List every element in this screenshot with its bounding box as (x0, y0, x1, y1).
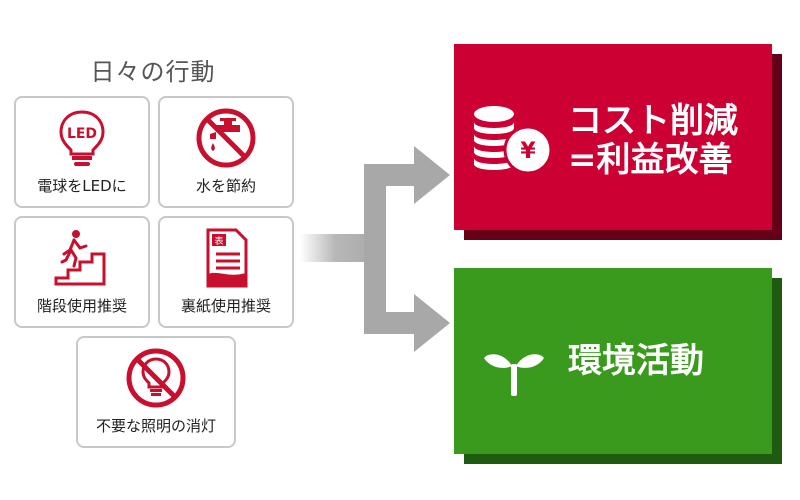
arrow-head-upper (414, 146, 450, 204)
action-label: 不要な照明の消灯 (95, 417, 216, 435)
led-bulb-icon: LED (50, 106, 114, 170)
action-label: 水を節約 (195, 177, 256, 195)
cost-line-2: =利益改善 (568, 140, 733, 181)
arrow-head-lower (414, 294, 450, 352)
document-icon: 表 (194, 226, 258, 290)
svg-text:LED: LED (67, 126, 97, 142)
svg-text:表: 表 (214, 235, 223, 247)
action-card-led: LED 電球をLEDに (14, 96, 150, 208)
arrow-lower-shaft (364, 312, 416, 334)
action-card-paper: 表 裏紙使用推奨 (158, 216, 294, 328)
cost-line-1: コスト削減 (568, 101, 738, 141)
yen-badge: ¥ (520, 139, 536, 164)
cost-result-box: ¥ コスト削減 =利益改善 (454, 44, 772, 230)
action-card-stairs: 階段使用推奨 (14, 216, 150, 328)
environment-result-box: 環境活動 (454, 268, 772, 454)
arrow-trunk (364, 164, 386, 334)
coins-yen-icon: ¥ (470, 104, 554, 178)
cost-label: コスト削減 =利益改善 (568, 101, 738, 181)
environment-label: 環境活動 (568, 341, 704, 381)
action-label: 裏紙使用推奨 (180, 297, 271, 315)
sprout-icon (482, 336, 546, 400)
no-faucet-icon (194, 106, 258, 170)
no-lightbulb-icon (124, 346, 188, 410)
stairs-person-icon (50, 226, 114, 290)
arrow-upper-shaft (364, 164, 416, 186)
section-title: 日々の行動 (90, 58, 216, 86)
action-label: 階段使用推奨 (36, 297, 127, 315)
action-card-water: 水を節約 (158, 96, 294, 208)
action-card-lights: 不要な照明の消灯 (76, 336, 236, 448)
action-label: 電球をLEDに (37, 177, 127, 195)
branch-arrow (300, 146, 450, 352)
